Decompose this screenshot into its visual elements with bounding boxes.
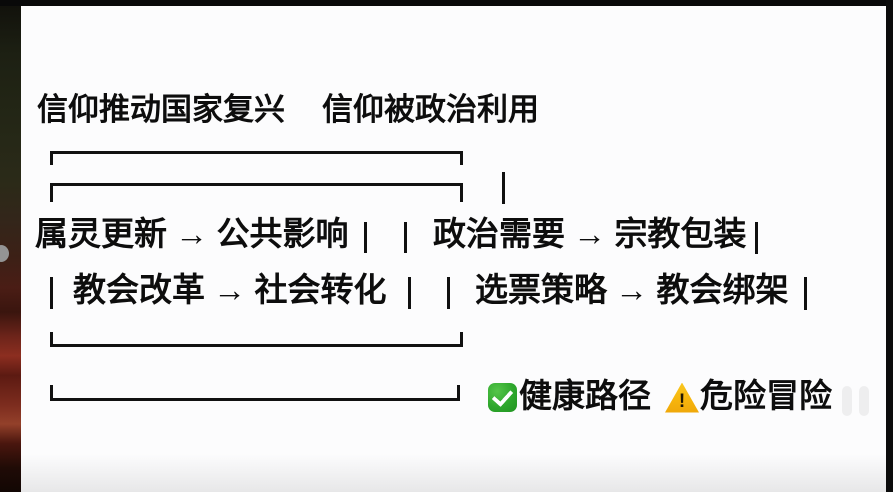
title-healthy: 信仰推动国家复兴 [37, 92, 285, 127]
bottom-fade-gradient [21, 454, 886, 492]
vertical-bar [364, 222, 367, 253]
vertical-bar [404, 222, 407, 253]
healthy-step-1: 属灵更新 → 公共影响 [35, 217, 349, 253]
legend-healthy-label: 健康路径 [519, 379, 651, 415]
legend: 健康路径 危险冒险 [488, 381, 832, 414]
bracket-top-inner [50, 183, 463, 202]
check-mark-icon [488, 383, 517, 412]
vertical-bar [50, 277, 53, 309]
healthy-step-2: 教会改革 → 社会转化 [73, 273, 387, 309]
bracket-bottom-inner [50, 332, 463, 347]
bracket-top-outer [50, 151, 463, 165]
vertical-bar [804, 277, 807, 310]
watermark-shape [842, 386, 852, 416]
left-video-edge-texture [0, 6, 21, 492]
title-risky: 信仰被政治利用 [322, 92, 539, 127]
slide-title: 信仰推动国家复兴 信仰被政治利用 [37, 92, 539, 127]
warning-triangle-icon [665, 382, 699, 413]
right-edge-bar [886, 0, 893, 492]
legend-danger-label: 危险冒险 [700, 379, 832, 415]
risky-step-1: 政治需要 → 宗教包装 [433, 217, 747, 253]
top-edge-bar [0, 0, 893, 6]
watermark [842, 386, 869, 416]
left-edge-dot [0, 245, 9, 262]
bracket-bottom-outer [50, 385, 460, 401]
vertical-bar [755, 222, 758, 254]
vertical-bar [447, 277, 450, 309]
risky-step-2: 选票策略 → 教会绑架 [475, 273, 789, 309]
vertical-bar [408, 277, 411, 309]
watermark-shape [859, 386, 869, 416]
vertical-bar [502, 172, 505, 204]
